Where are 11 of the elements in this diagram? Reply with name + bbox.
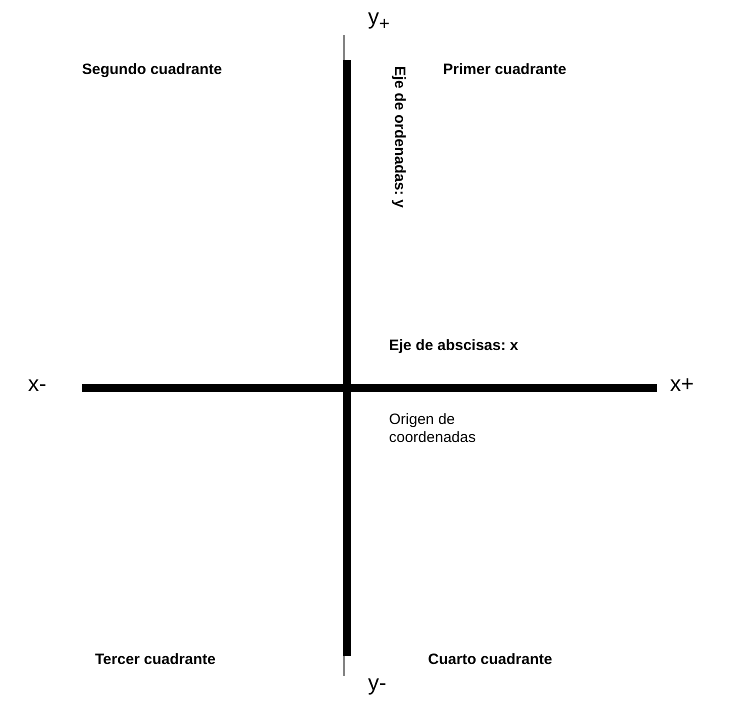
axis-end-label: x- [28, 371, 46, 398]
axis-end-label: y- [368, 670, 386, 696]
axis-end-label: x+ [670, 371, 694, 398]
quadrant-label: Segundo cuadrante [82, 61, 222, 79]
quadrant-label: Tercer cuadrante [95, 651, 216, 669]
axis-label: Eje de abscisas: x [389, 337, 518, 355]
axis-label: Eje de ordenadas: y [390, 66, 408, 208]
origin-label: Origen de coordenadas [389, 411, 477, 447]
quadrant-label: Cuarto cuadrante [428, 651, 552, 669]
axis-end-label: y$_{+}$ [368, 4, 390, 34]
quadrant-label: Primer cuadrante [443, 61, 566, 79]
